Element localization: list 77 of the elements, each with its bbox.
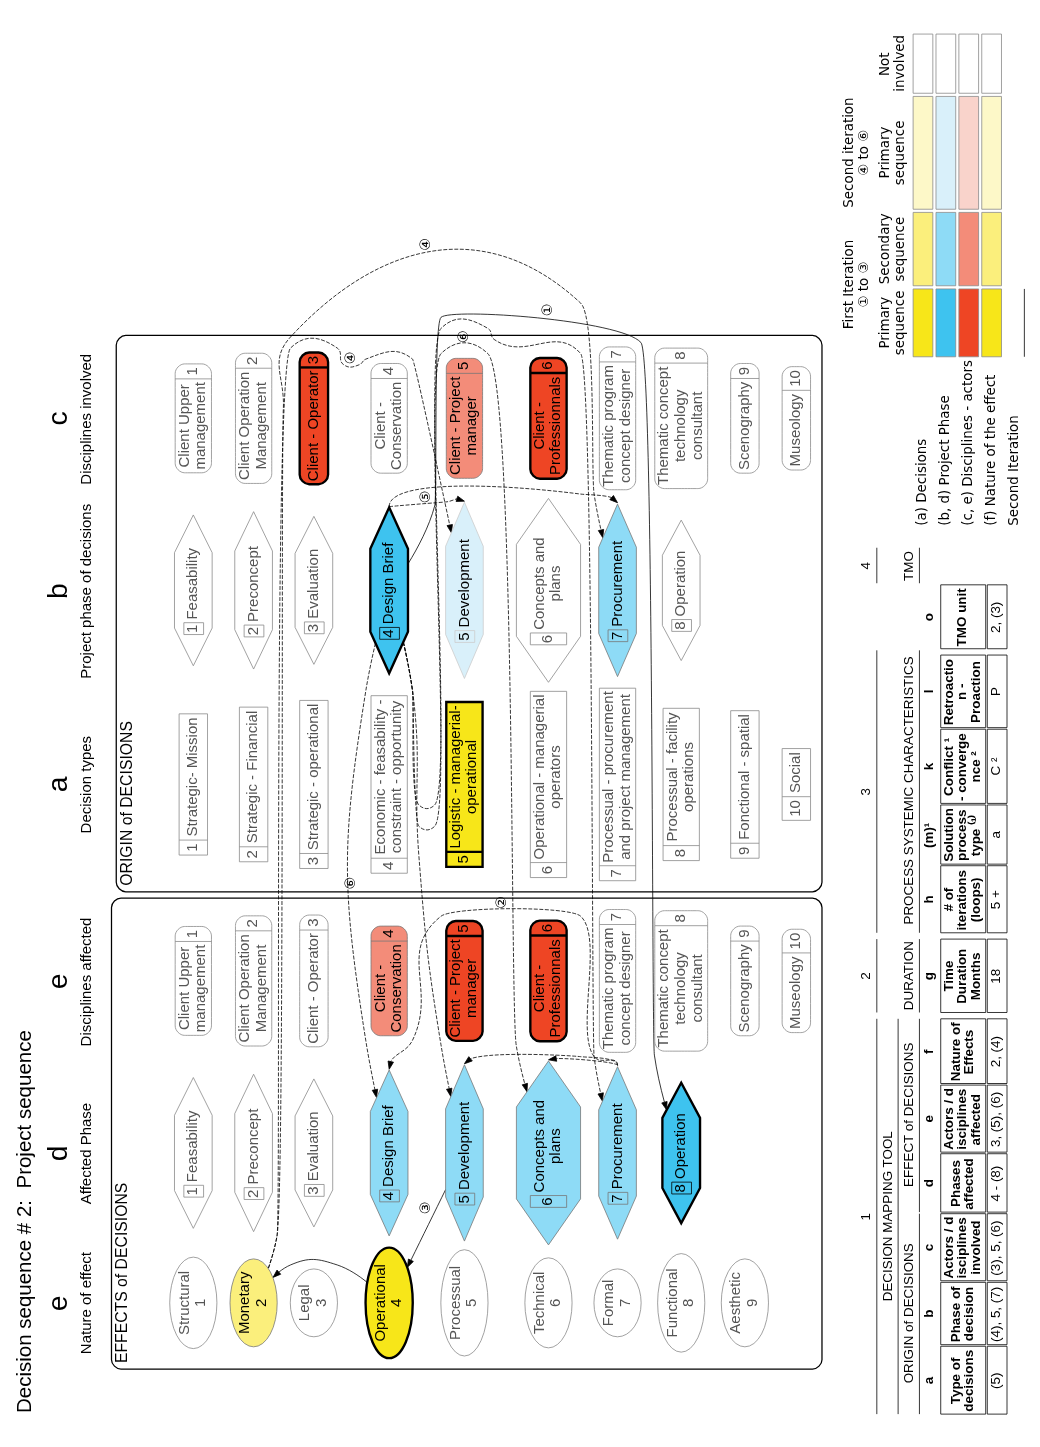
legend-label: (c, e) Disciplines - actors <box>959 360 975 526</box>
label: Nature of Effects <box>947 1022 977 1082</box>
label: Time Duration Months <box>941 948 983 1004</box>
label: (3), 5, (6) <box>988 1220 1004 1276</box>
edge-label: ① <box>538 303 555 317</box>
label: DURATION <box>900 941 916 1011</box>
label: Nature of effect <box>76 1251 94 1355</box>
label: 18 <box>988 968 1004 984</box>
label: Type of decisions <box>947 1349 977 1412</box>
label: 2, (4) <box>988 1036 1004 1068</box>
label: f <box>920 1049 936 1054</box>
label: Actors / disciplines involved <box>941 1216 983 1279</box>
legend-label: Second Iteration <box>1005 415 1021 526</box>
edge-label: ② <box>492 896 509 909</box>
label: DECISION MAPPING TOOL <box>879 1131 895 1302</box>
label: 3, (5), (6) <box>988 1091 1004 1148</box>
diagram-title: Decision sequence # 2: Project sequence <box>11 1030 35 1414</box>
label: 1 <box>858 1212 874 1221</box>
legend-label: (a) Decisions <box>914 438 930 526</box>
label: b <box>920 1309 936 1318</box>
label: Affected Phase <box>76 1102 94 1205</box>
label: e <box>40 973 73 990</box>
label: k <box>920 762 936 771</box>
label: Conflict ¹ - convergence ² <box>941 733 983 802</box>
label: l <box>920 689 936 694</box>
label: 2, (3) <box>988 601 1004 633</box>
label: Phase of decision <box>947 1286 977 1343</box>
label: C ² <box>988 757 1004 776</box>
label: Primary sequence <box>877 120 908 186</box>
legend-label: (f) Nature of the effect <box>982 374 998 526</box>
label: b <box>40 583 73 600</box>
edge-label: ⑤ <box>417 490 434 504</box>
label: Actors / disciplines affected <box>941 1087 983 1150</box>
label: Disciplines affected <box>76 917 94 1047</box>
label: a <box>988 831 1004 839</box>
label: 4 <box>858 561 874 570</box>
label: e <box>40 1295 73 1312</box>
label: ORIGIN of DECISIONS <box>900 1243 916 1384</box>
label: TMO <box>900 551 916 581</box>
label: EFFECT of DECISIONS <box>900 1042 916 1187</box>
label: d <box>40 1145 73 1162</box>
label: 5 + <box>988 890 1004 910</box>
label: d <box>920 1179 936 1188</box>
label: o <box>920 612 936 622</box>
label: Phases affected <box>947 1158 977 1210</box>
label: c <box>920 1243 936 1252</box>
edge-label: ③ <box>417 1201 434 1215</box>
edge-label: ⑥ <box>341 876 358 890</box>
label: Not involved <box>877 34 908 92</box>
label: g <box>920 971 936 981</box>
edge-label: ④ <box>417 237 434 251</box>
label: (4), 5, (7) <box>988 1286 1004 1342</box>
label: (m)¹ <box>920 822 936 848</box>
label: Project phase of decisions <box>76 503 94 679</box>
label: Secondary sequence <box>877 213 908 285</box>
label: PROCESS SYSTEMIC CHARACTERISTICS <box>900 656 916 925</box>
label: e <box>920 1115 936 1123</box>
label: Retroaction - Proaction <box>941 658 983 726</box>
label: P <box>988 687 1004 697</box>
label: 4 - (8) <box>988 1165 1004 1202</box>
label: Decision types <box>76 735 94 834</box>
label: Primary sequence <box>877 290 908 356</box>
label: Disciplines involved <box>76 353 94 485</box>
label: Second iteration ④ to ⑥ <box>840 97 871 208</box>
label: a <box>920 1376 936 1385</box>
label: TMO unit <box>953 588 969 647</box>
label: Solution process type ⁽¹⁾ <box>941 808 983 862</box>
label: 2 <box>858 972 874 980</box>
label: First Iteration ① to ③ <box>840 239 871 330</box>
label: a <box>40 776 73 793</box>
label: c <box>40 411 73 426</box>
edge-label: ④ <box>341 351 358 365</box>
legend-label: (b, d) Project Phase <box>937 395 953 526</box>
label: (5) <box>988 1372 1004 1389</box>
label: 3 <box>858 788 874 796</box>
label: # of iterations (loops) <box>941 870 983 931</box>
label: h <box>920 895 936 904</box>
